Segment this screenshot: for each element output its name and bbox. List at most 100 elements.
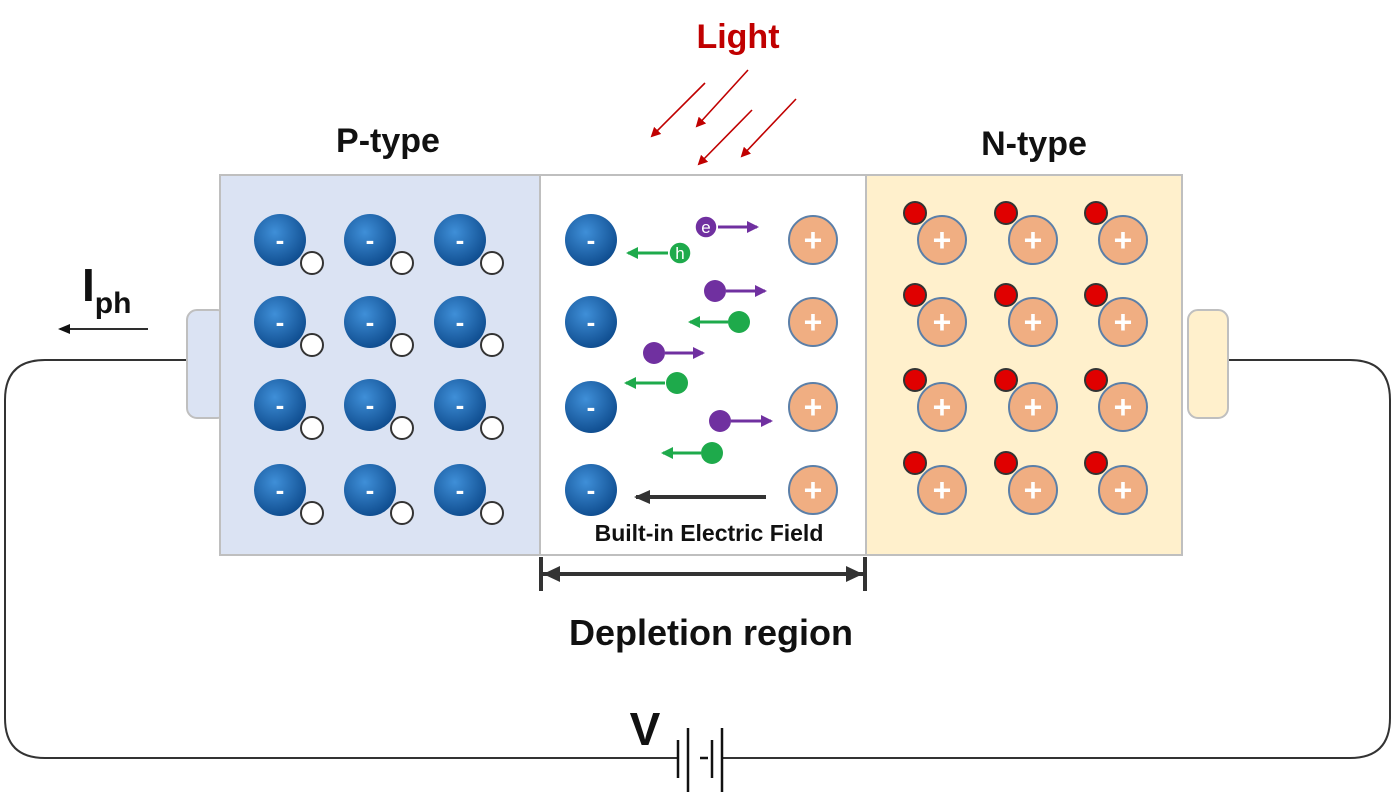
acceptor-ion xyxy=(344,379,396,431)
acceptor-ion xyxy=(565,214,617,266)
photocurrent-subscript: ph xyxy=(95,287,132,320)
free-electron xyxy=(1084,368,1108,392)
hole-circle xyxy=(390,251,414,275)
hole-circle xyxy=(300,416,324,440)
negative-sign: - xyxy=(366,390,375,420)
acceptor-ion xyxy=(434,464,486,516)
donor-ion xyxy=(788,297,838,347)
depletion-acceptor-ion: - xyxy=(565,464,617,516)
donor-ion xyxy=(788,382,838,432)
donor-ion-with-electron: + xyxy=(1084,451,1148,515)
free-electron xyxy=(1084,201,1108,225)
free-electron xyxy=(994,201,1018,225)
acceptor-ion-with-hole: - xyxy=(344,379,414,440)
light-label: Light xyxy=(696,18,779,56)
built-in-field-label: Built-in Electric Field xyxy=(595,520,824,546)
acceptor-ion xyxy=(254,214,306,266)
acceptor-ion-with-hole: - xyxy=(434,379,504,440)
donor-ion xyxy=(917,297,967,347)
acceptor-ion-with-hole: - xyxy=(434,464,504,525)
donor-ion xyxy=(917,465,967,515)
acceptor-ion xyxy=(434,214,486,266)
acceptor-ion-with-hole: - xyxy=(344,214,414,275)
donor-ion xyxy=(788,215,838,265)
acceptor-ion xyxy=(565,464,617,516)
negative-sign: - xyxy=(366,475,375,505)
n-type-donor-ions: ++++++++++++ xyxy=(903,201,1148,515)
acceptor-ion xyxy=(344,464,396,516)
p-type-acceptor-ions: ------------ xyxy=(254,214,504,525)
positive-sign: + xyxy=(933,222,952,258)
electron-e xyxy=(694,215,718,239)
acceptor-ion-with-hole: - xyxy=(254,464,324,525)
positive-sign: + xyxy=(804,304,823,340)
free-electron xyxy=(903,368,927,392)
free-electron xyxy=(994,451,1018,475)
donor-ion xyxy=(1098,297,1148,347)
hole-circle xyxy=(390,333,414,357)
photocurrent-symbol: I xyxy=(82,259,95,311)
light-rays xyxy=(650,69,797,166)
free-electron xyxy=(1084,283,1108,307)
negative-sign: - xyxy=(456,475,465,505)
free-electron xyxy=(1084,451,1108,475)
acceptor-ion-with-hole: - xyxy=(254,379,324,440)
donor-ion xyxy=(1098,215,1148,265)
negative-sign: - xyxy=(276,225,285,255)
p-type-label: P-type xyxy=(336,122,440,160)
donor-ion xyxy=(788,465,838,515)
acceptor-ion xyxy=(254,464,306,516)
acceptor-ion xyxy=(254,296,306,348)
donor-ion-with-electron: + xyxy=(1084,368,1148,432)
positive-sign: + xyxy=(933,304,952,340)
donor-ion-with-electron: + xyxy=(994,451,1058,515)
negative-sign: - xyxy=(276,475,285,505)
positive-sign: + xyxy=(933,389,952,425)
light-ray xyxy=(695,69,749,128)
positive-sign: + xyxy=(1024,389,1043,425)
hole-circle xyxy=(480,416,504,440)
free-electron xyxy=(903,451,927,475)
donor-ion xyxy=(1008,382,1058,432)
positive-sign: + xyxy=(1114,304,1133,340)
depletion-fixed-ions: -+-+-+-+ xyxy=(565,214,838,516)
negative-sign: - xyxy=(456,307,465,337)
donor-ion-with-electron: + xyxy=(903,283,967,347)
donor-ion-with-electron: + xyxy=(903,451,967,515)
donor-ion xyxy=(1008,215,1058,265)
free-electron xyxy=(903,201,927,225)
depletion-donor-ion: + xyxy=(788,465,838,515)
free-electron xyxy=(994,283,1018,307)
negative-sign: - xyxy=(276,390,285,420)
depletion-donor-ion: + xyxy=(788,297,838,347)
hole-circle xyxy=(480,251,504,275)
electron xyxy=(643,342,665,364)
photocurrent-label: Iph xyxy=(82,259,131,320)
positive-sign: + xyxy=(1114,472,1133,508)
light-ray xyxy=(740,98,797,158)
hole-circle xyxy=(300,251,324,275)
hole-circle xyxy=(480,333,504,357)
hole-circle xyxy=(300,333,324,357)
light-ray xyxy=(697,109,753,166)
positive-sign: + xyxy=(804,472,823,508)
positive-sign: + xyxy=(1114,222,1133,258)
depletion-acceptor-ion: - xyxy=(565,296,617,348)
donor-ion-with-electron: + xyxy=(994,283,1058,347)
free-electron xyxy=(994,368,1018,392)
hole-circle xyxy=(480,501,504,525)
hole xyxy=(701,442,723,464)
negative-sign: - xyxy=(587,475,596,505)
light-ray xyxy=(650,82,706,138)
acceptor-ion-with-hole: - xyxy=(344,296,414,357)
donor-ion xyxy=(1098,465,1148,515)
acceptor-ion-with-hole: - xyxy=(254,214,324,275)
photogenerated-carriers: e h xyxy=(624,215,773,464)
donor-ion-with-electron: + xyxy=(1084,283,1148,347)
negative-sign: - xyxy=(587,225,596,255)
hole xyxy=(728,311,750,333)
depletion-region-label: Depletion region xyxy=(569,612,853,653)
donor-ion xyxy=(1008,297,1058,347)
donor-ion xyxy=(917,382,967,432)
acceptor-ion xyxy=(565,296,617,348)
